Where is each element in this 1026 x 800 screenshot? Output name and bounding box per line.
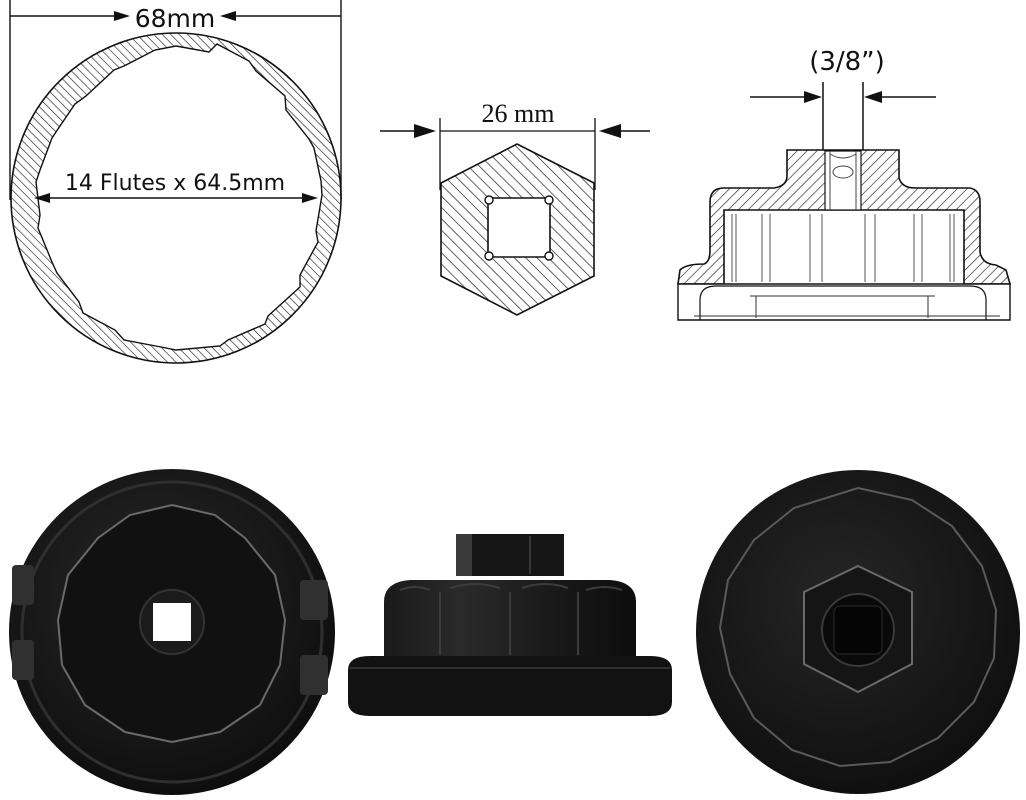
photo-top-view <box>690 460 1026 800</box>
photo-side-view <box>340 510 680 730</box>
photo-inside-view <box>0 460 345 800</box>
svg-text:14 Flutes x 64.5mm: 14 Flutes x 64.5mm <box>65 171 285 196</box>
dimension-flutes: 14 Flutes x 64.5mm <box>34 171 318 203</box>
cross-section-drawing: (3/8”) <box>670 30 1020 340</box>
dimension-26mm: 26 mm <box>380 99 650 190</box>
dimension-3-8-inch: (3/8”) <box>750 47 936 150</box>
hex-drive-drawing: 26 mm <box>370 80 660 330</box>
svg-text:(3/8”): (3/8”) <box>809 47 885 77</box>
svg-text:26 mm: 26 mm <box>482 99 555 128</box>
end-view-drawing: 68mm 14 Flutes x 64.5mm <box>0 0 350 370</box>
